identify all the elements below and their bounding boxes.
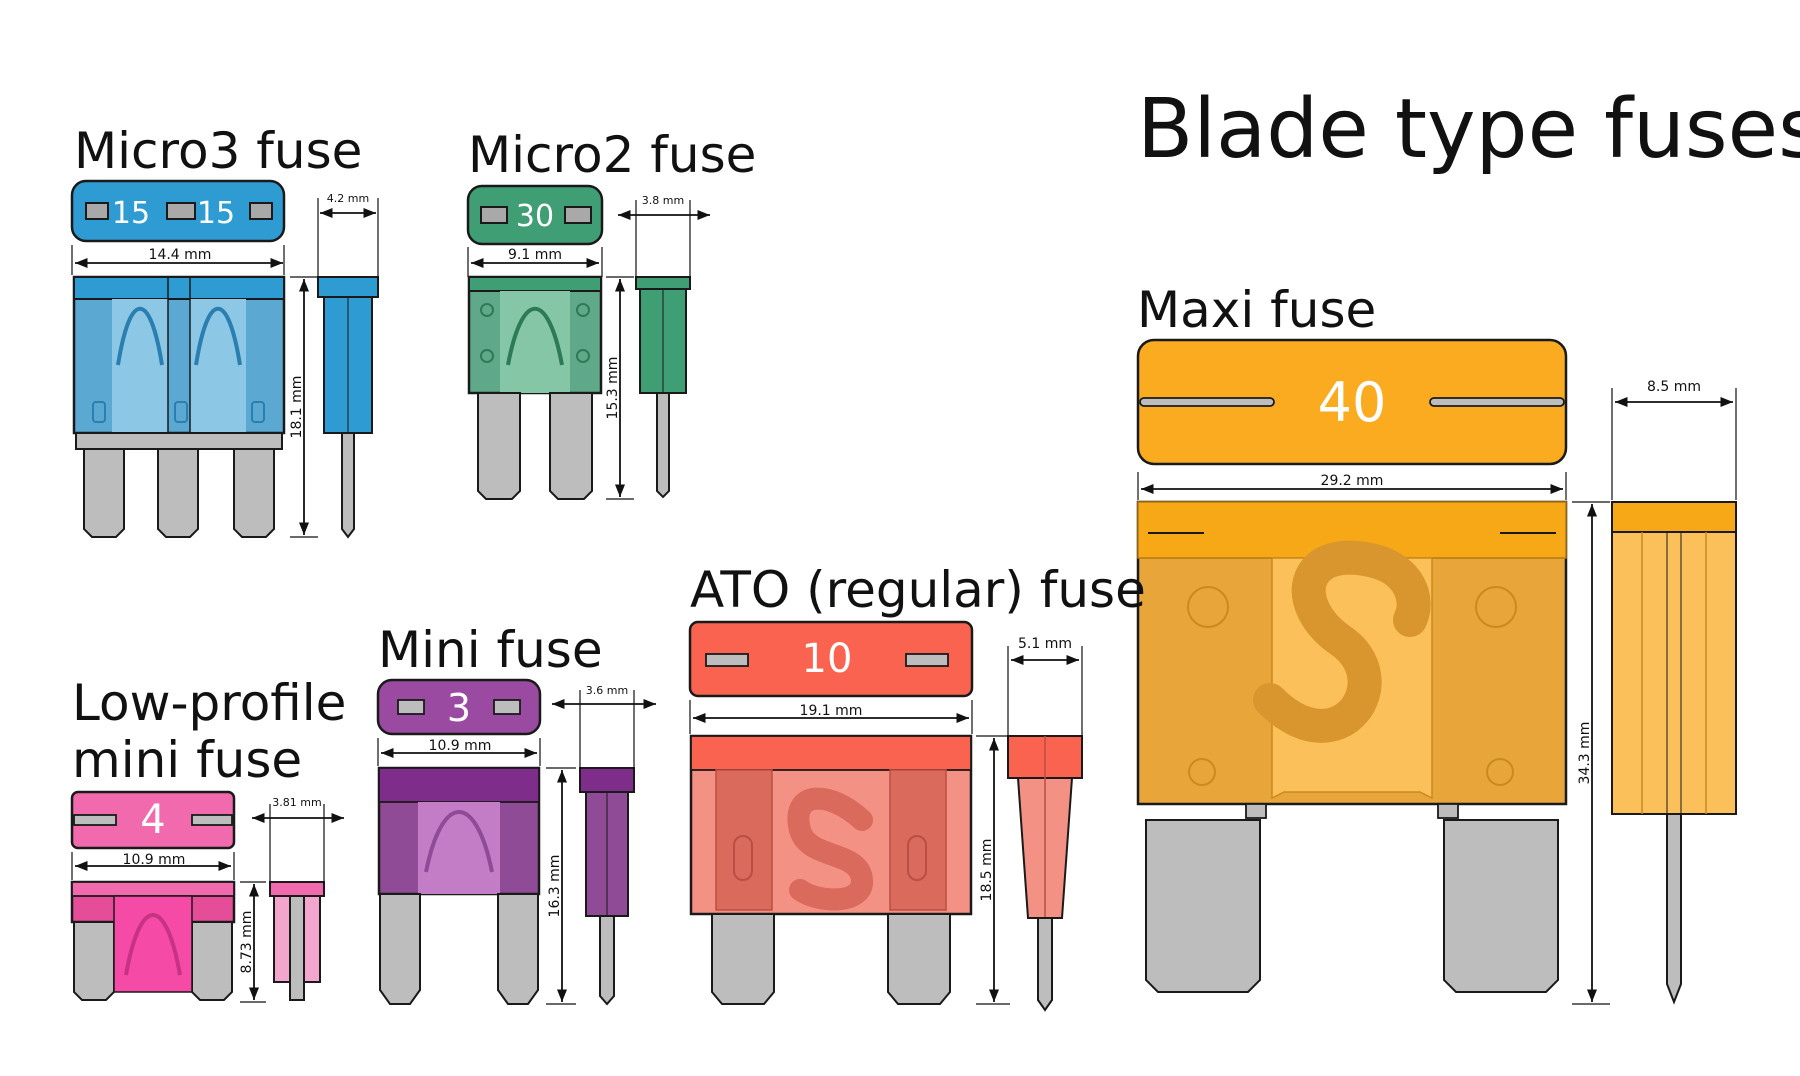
micro3-rating-2: 15 [197, 196, 235, 231]
ato-height-label: 18.5 mm [979, 839, 995, 902]
ato-width-label: 19.1 mm [800, 703, 863, 719]
maxi-height-label: 34.3 mm [1577, 722, 1593, 785]
ato-top-view: 10 [688, 620, 974, 698]
micro2-height-label: 15.3 mm [605, 357, 621, 420]
micro2-rating: 30 [516, 199, 554, 234]
micro3-height-label: 18.1 mm [289, 376, 305, 439]
micro3-fuse-label: Micro3 fuse [74, 122, 362, 180]
lowprofile-side-view [269, 881, 325, 1001]
micro2-thickness-label: 3.8 mm [642, 194, 684, 207]
mini-side-view [579, 767, 635, 1006]
micro2-top-view: 30 [466, 184, 604, 246]
mini-front-view [377, 766, 541, 1005]
lowprofile-rating: 4 [140, 797, 165, 843]
micro2-width-label: 9.1 mm [508, 247, 562, 263]
ato-rating: 10 [802, 636, 853, 682]
ato-fuse-label: ATO (regular) fuse [690, 561, 1146, 619]
maxi-top-view: 40 [1136, 338, 1568, 466]
page-title: Blade type fuses [1137, 82, 1800, 177]
maxi-front-view [1136, 500, 1568, 993]
micro2-front-view [467, 275, 603, 500]
lowprofile-thickness-label: 3.81 mm [272, 796, 321, 809]
micro2-side-view [635, 276, 691, 499]
micro3-fuse-group: Micro3 fuse 15 15 14.4 mm [70, 122, 379, 539]
mini-thickness-label: 3.6 mm [586, 684, 628, 697]
ato-front-view [689, 734, 973, 1005]
lowprofile-fuse-label-line2: mini fuse [72, 731, 302, 789]
micro3-rating-1: 15 [112, 196, 150, 231]
maxi-side-view [1611, 501, 1737, 1005]
lowprofile-top-view: 4 [70, 790, 236, 850]
mini-top-view: 3 [376, 678, 542, 736]
maxi-fuse-group: Maxi fuse 40 29.2 mm [1136, 281, 1737, 1005]
mini-fuse-group: Mini fuse 3 10.9 mm 16.3 mm [376, 621, 656, 1006]
ato-fuse-group: ATO (regular) fuse 10 19.1 mm 18.5 mm [688, 561, 1146, 1012]
mini-height-label: 16.3 mm [547, 855, 563, 918]
mini-width-label: 10.9 mm [429, 738, 492, 754]
maxi-width-label: 29.2 mm [1321, 473, 1384, 489]
lowprofile-height-label: 8.73 mm [239, 911, 255, 974]
micro3-width-label: 14.4 mm [149, 247, 212, 263]
ato-thickness-label: 5.1 mm [1018, 636, 1072, 652]
mini-fuse-label: Mini fuse [378, 621, 603, 679]
micro2-fuse-group: Micro2 fuse 30 9.1 mm 15.3 mm [466, 126, 756, 500]
mini-rating: 3 [447, 686, 471, 730]
lowprofile-width-label: 10.9 mm [123, 852, 186, 868]
lowprofile-fuse-label-line1: Low-profile [72, 674, 346, 732]
micro3-side-view [317, 276, 379, 539]
micro3-front-view [72, 275, 286, 538]
micro3-top-view: 15 15 [70, 179, 286, 243]
maxi-thickness-label: 8.5 mm [1647, 379, 1701, 395]
micro2-fuse-label: Micro2 fuse [468, 126, 756, 184]
lowprofile-front-view [70, 880, 236, 1001]
micro3-thickness-label: 4.2 mm [327, 192, 369, 205]
maxi-fuse-label: Maxi fuse [1137, 281, 1376, 339]
lowprofile-fuse-group: Low-profile mini fuse 4 10.9 mm 8.73 mm [70, 674, 346, 1003]
ato-side-view [1007, 735, 1083, 1012]
maxi-rating: 40 [1318, 371, 1387, 434]
